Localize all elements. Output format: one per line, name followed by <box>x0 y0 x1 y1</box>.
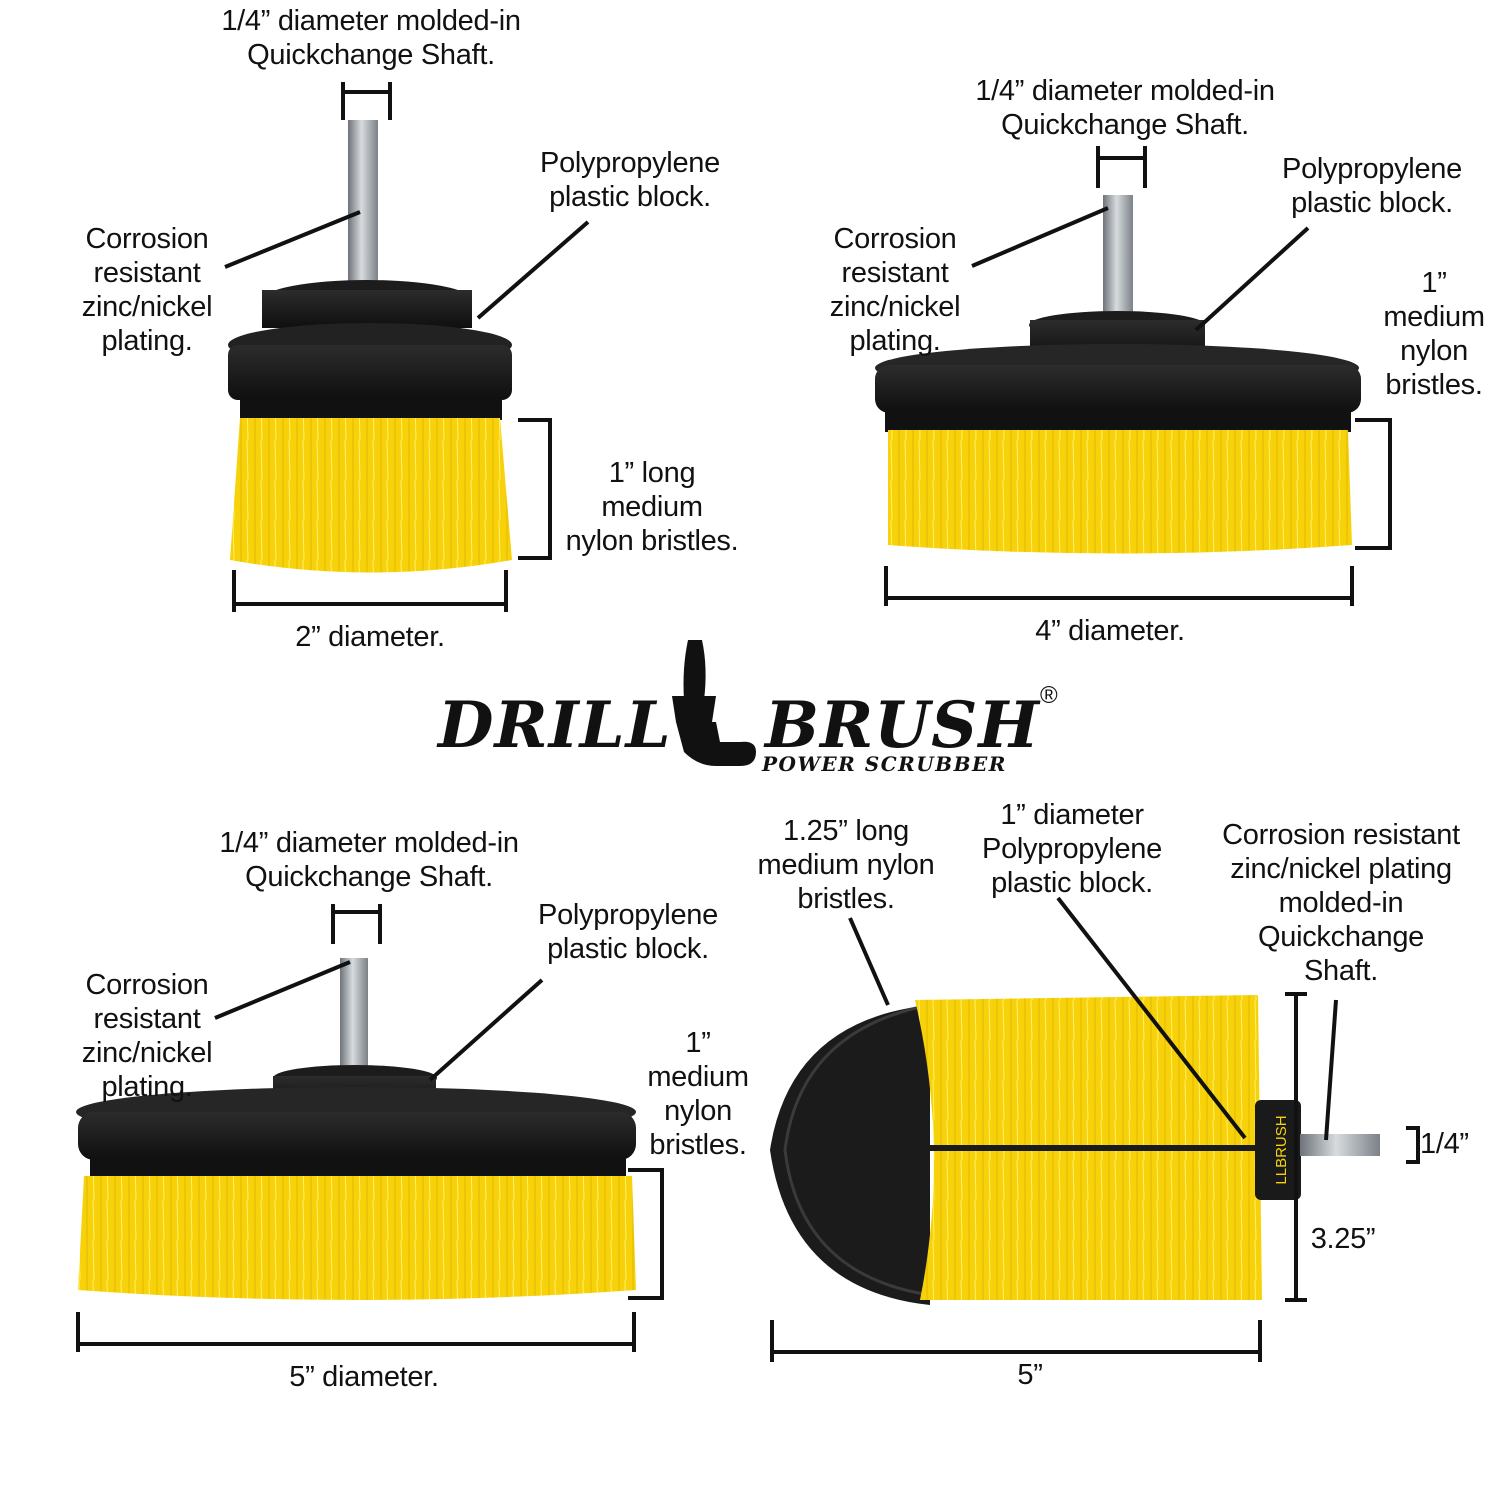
black-bristle-dome <box>770 1005 930 1305</box>
bristles <box>78 1176 636 1300</box>
registered-mark: ® <box>1040 682 1058 709</box>
brush3-shaft-label: 1/4” diameter molded-in Quickchange Shaf… <box>219 827 519 893</box>
block-base <box>228 345 512 400</box>
bristles <box>888 430 1352 554</box>
callout-lines <box>76 82 1420 1362</box>
brush3-plating-label: Corrosion resistant zinc/nickel plating. <box>81 969 213 1103</box>
brush2-shaft-label: 1/4” diameter molded-in Quickchange Shaf… <box>975 75 1275 141</box>
brush-2in <box>228 120 512 573</box>
block-base <box>875 365 1361 413</box>
brush2-diameter-label: 4” diameter. <box>1035 615 1185 647</box>
brush2-plating-label: Corrosion resistant zinc/nickel plating. <box>829 223 961 357</box>
bristles <box>230 418 512 573</box>
brush1-block-label: Polypropylene plastic block. <box>540 147 720 213</box>
cone-side-print: LLBRUSH <box>1273 1115 1290 1185</box>
brush-5in <box>76 958 636 1300</box>
block-base <box>78 1112 636 1160</box>
brush4-height-label: 3.25” <box>1310 1223 1376 1255</box>
brand-word-left: DRILL <box>438 688 672 763</box>
brush4-block-label: 1” diameter Polypropylene plastic block. <box>982 799 1162 899</box>
drill-icon <box>672 640 756 766</box>
shaft <box>348 120 378 295</box>
brand-word-right: BRUSH <box>765 688 1040 763</box>
brush1-shaft-label: 1/4” diameter molded-in Quickchange Shaf… <box>221 5 521 71</box>
shaft <box>1300 1134 1380 1156</box>
brush-cone <box>770 995 1380 1305</box>
brush4-shaft-label: Corrosion resistant zinc/nickel plating … <box>1222 819 1460 987</box>
brush4-bristles-label: 1.25” long medium nylon bristles. <box>757 815 935 915</box>
brush4-length-label: 5” <box>1017 1359 1043 1391</box>
brand-tagline: POWER SCRUBBER <box>762 752 1007 776</box>
brush3-diameter-label: 5” diameter. <box>289 1361 439 1393</box>
brush3-bristles-label: 1” medium nylon bristles. <box>647 1027 749 1161</box>
brush2-bristles-label: 1” medium nylon bristles. <box>1383 267 1485 401</box>
end-block <box>1255 1100 1301 1200</box>
brush1-diameter-label: 2” diameter. <box>295 621 445 653</box>
shaft <box>1103 195 1133 325</box>
shaft <box>340 958 368 1076</box>
brush3-block-label: Polypropylene plastic block. <box>538 899 718 965</box>
brush2-block-label: Polypropylene plastic block. <box>1282 153 1462 219</box>
brush-4in <box>875 195 1361 554</box>
brush1-bristles-label: 1” long medium nylon bristles. <box>565 457 739 557</box>
brush4-shaft-size-label: 1/4” <box>1420 1128 1469 1160</box>
brush1-plating-label: Corrosion resistant zinc/nickel plating. <box>81 223 213 357</box>
